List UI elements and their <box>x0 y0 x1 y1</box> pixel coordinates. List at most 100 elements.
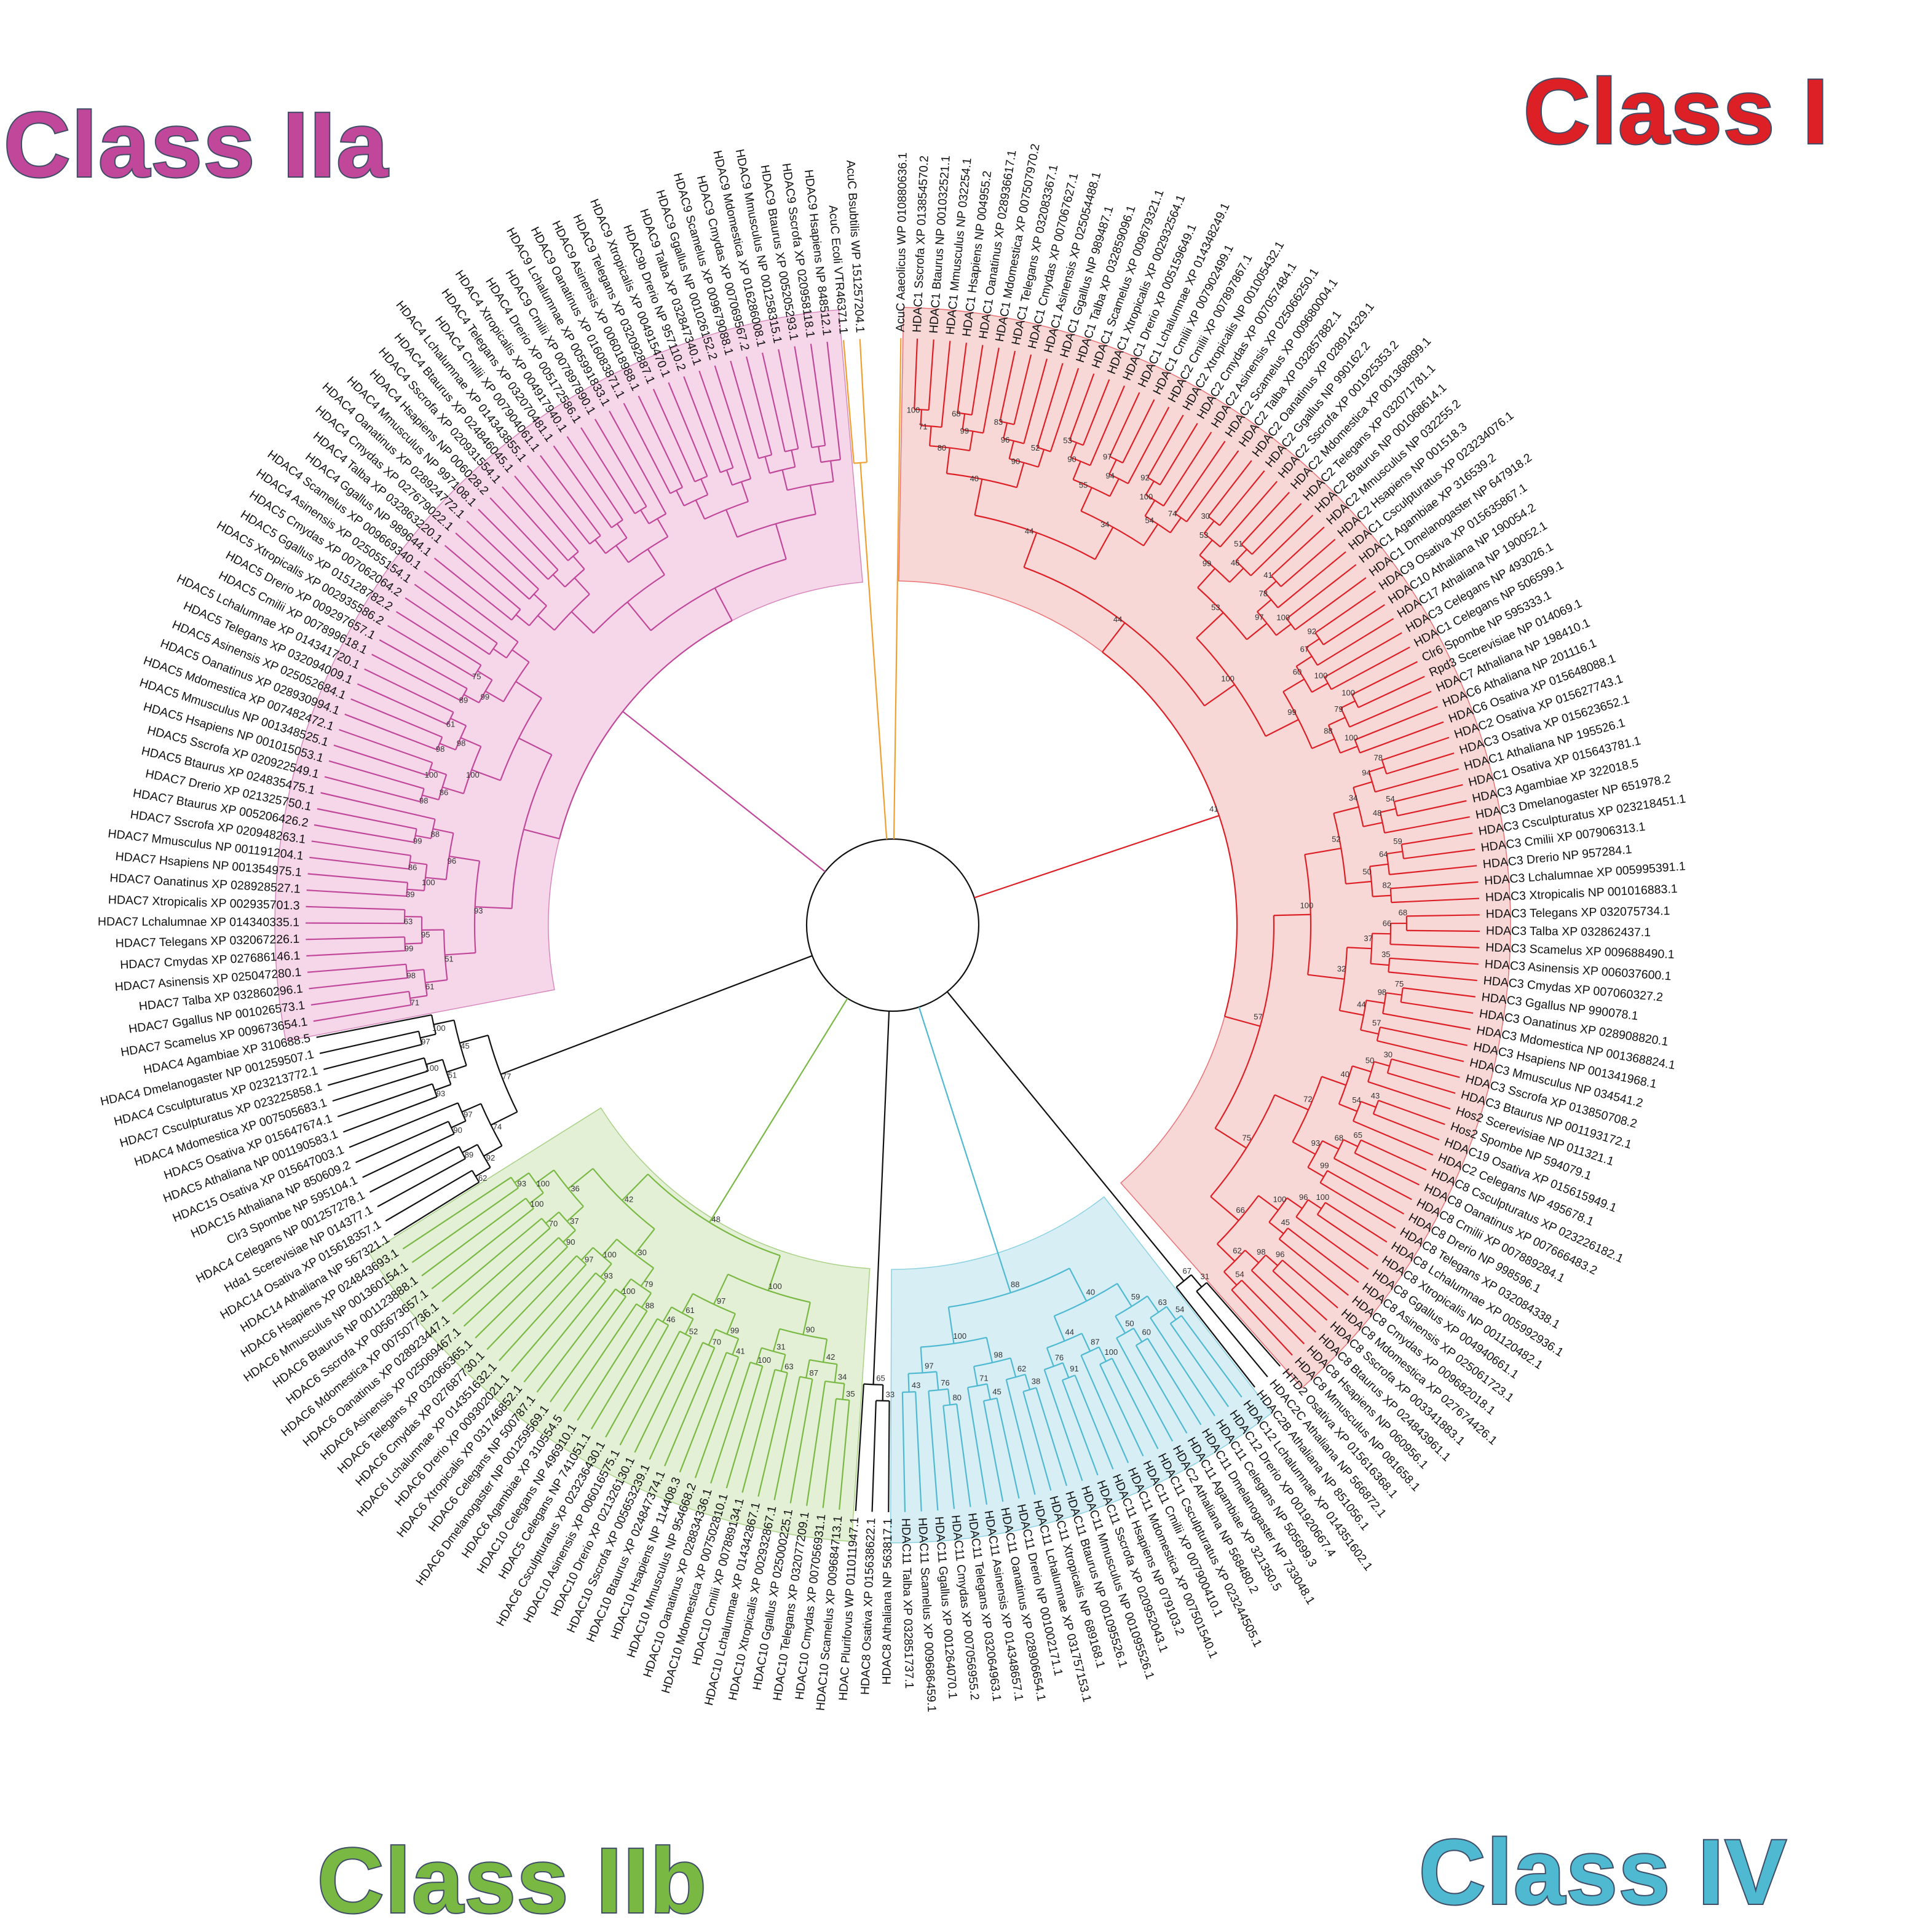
bootstrap-value: 93 <box>604 1271 612 1280</box>
bootstrap-value: 68 <box>1335 1133 1343 1142</box>
leaf-label: HDAC11 Talba XP 032851737.1 <box>899 1518 916 1689</box>
bootstrap-value: 36 <box>571 1184 579 1193</box>
backbone-branch <box>623 711 825 872</box>
bootstrap-value: 67 <box>1300 644 1309 653</box>
bootstrap-value: 90 <box>1011 457 1020 466</box>
bootstrap-value: 33 <box>886 1390 895 1399</box>
bootstrap-value: 86 <box>440 788 448 797</box>
bootstrap-value: 100 <box>907 406 920 415</box>
bootstrap-value: 72 <box>1303 1094 1312 1103</box>
bootstrap-value: 54 <box>1175 1305 1184 1314</box>
bootstrap-value: 96 <box>1001 435 1009 444</box>
bootstrap-value: 30 <box>1201 511 1209 521</box>
bootstrap-value: 100 <box>1316 1193 1330 1202</box>
bootstrap-value: 60 <box>1293 667 1302 676</box>
bootstrap-value: 96 <box>448 856 456 865</box>
bootstrap-value: 54 <box>1352 1095 1361 1105</box>
bootstrap-value: 74 <box>493 1122 502 1132</box>
bootstrap-value: 98 <box>419 796 428 805</box>
bootstrap-value: 100 <box>1105 1347 1118 1357</box>
bootstrap-value: 100 <box>466 770 480 779</box>
leaf-label: AcuC Aaeolicus WP 010880636.1 <box>894 152 910 333</box>
branch <box>338 1084 432 1116</box>
bootstrap-value: 48 <box>711 1215 720 1224</box>
bootstrap-value: 88 <box>646 1301 654 1310</box>
bootstrap-value: 80 <box>938 443 946 452</box>
bootstrap-value: 70 <box>549 1219 558 1228</box>
bootstrap-value: 61 <box>425 982 434 992</box>
bootstrap-value: 66 <box>1383 918 1391 928</box>
bootstrap-value: 52 <box>1031 443 1040 452</box>
bootstrap-value: 76 <box>941 1378 949 1387</box>
bootstrap-value: 100 <box>757 1355 771 1365</box>
bootstrap-value: 34 <box>1349 793 1357 802</box>
bootstrap-value: 30 <box>1384 1050 1393 1059</box>
bootstrap-value: 40 <box>1086 1287 1095 1296</box>
bootstrap-value: 90 <box>566 1237 575 1247</box>
bootstrap-value: 48 <box>1373 808 1381 818</box>
branch <box>356 1121 449 1162</box>
bootstrap-value: 54 <box>1235 1270 1244 1279</box>
bootstrap-value: 41 <box>736 1346 745 1355</box>
bootstrap-value: 80 <box>952 1393 961 1402</box>
backbone-branch <box>874 1011 890 1384</box>
leaf-label: HDAC7 Lchalumnae XP 014340335.1 <box>98 915 299 929</box>
backbone-branch <box>894 338 901 839</box>
bootstrap-value: 34 <box>1100 519 1109 529</box>
bootstrap-value: 75 <box>472 672 481 681</box>
class-iia-title: Class IIa <box>4 98 389 191</box>
branch <box>328 1058 424 1085</box>
bootstrap-value: 44 <box>1065 1328 1073 1337</box>
bootstrap-value: 61 <box>685 1306 694 1315</box>
bootstrap-value: 100 <box>531 1199 544 1208</box>
bootstrap-value: 99 <box>1287 708 1296 717</box>
bootstrap-value: 66 <box>1236 1205 1244 1215</box>
class-i-title: Class I <box>1523 65 1830 157</box>
bootstrap-value: 100 <box>953 1331 966 1341</box>
bootstrap-value: 65 <box>876 1374 885 1383</box>
bootstrap-value: 82 <box>1382 880 1391 889</box>
bootstrap-value: 55 <box>1079 481 1088 490</box>
bootstrap-value: 79 <box>644 1280 653 1289</box>
bootstrap-value: 41 <box>1209 804 1218 813</box>
bootstrap-value: 53 <box>1199 530 1208 540</box>
bootstrap-value: 98 <box>1257 1247 1265 1256</box>
bootstrap-value: 91 <box>1070 1364 1078 1373</box>
leaf-label: HDAC3 Telegans XP 032075734.1 <box>1486 904 1670 921</box>
bootstrap-value: 99 <box>481 692 489 701</box>
bootstrap-value: 30 <box>638 1248 646 1257</box>
bootstrap-value: 100 <box>1345 733 1358 743</box>
bootstrap-value: 67 <box>1183 1266 1191 1276</box>
bootstrap-value: 71 <box>411 998 419 1007</box>
bootstrap-value: 41 <box>1263 570 1272 580</box>
bootstrap-value: 75 <box>1395 979 1404 988</box>
bootstrap-value: 70 <box>713 1337 721 1346</box>
branch <box>333 1071 429 1101</box>
bootstrap-value: 100 <box>1139 492 1153 501</box>
bootstrap-value: 92 <box>486 1153 495 1162</box>
bootstrap-value: 98 <box>407 971 416 980</box>
bootstrap-value: 93 <box>474 906 483 915</box>
bootstrap-value: 90 <box>806 1325 815 1335</box>
bootstrap-value: 59 <box>1131 1292 1140 1301</box>
bootstrap-value: 43 <box>912 1381 920 1390</box>
bootstrap-value: 63 <box>784 1362 793 1371</box>
bootstrap-value: 98 <box>457 738 465 747</box>
bootstrap-value: 100 <box>425 770 438 779</box>
bootstrap-value: 97 <box>585 1255 593 1264</box>
bootstrap-value: 51 <box>444 954 453 963</box>
bootstrap-value: 40 <box>1340 1070 1349 1079</box>
leaf-label: HDAC8 Athaliana NP 563817.1 <box>880 1518 895 1685</box>
bootstrap-value: 78 <box>1374 753 1383 762</box>
bootstrap-value: 71 <box>918 422 927 432</box>
backbone-branch <box>860 463 887 840</box>
backbone-branch <box>974 816 1219 898</box>
backbone-branch <box>919 1007 1011 1293</box>
leaf-label: HDAC1 Sscrofa XP 013854570.2 <box>911 156 931 333</box>
bootstrap-value: 100 <box>1276 613 1290 622</box>
leaf-label: HDAC7 Telegans XP 032067226.1 <box>115 932 299 950</box>
bootstrap-value: 42 <box>625 1194 633 1204</box>
bootstrap-value: 50 <box>1125 1319 1134 1328</box>
bootstrap-value: 40 <box>970 474 979 483</box>
